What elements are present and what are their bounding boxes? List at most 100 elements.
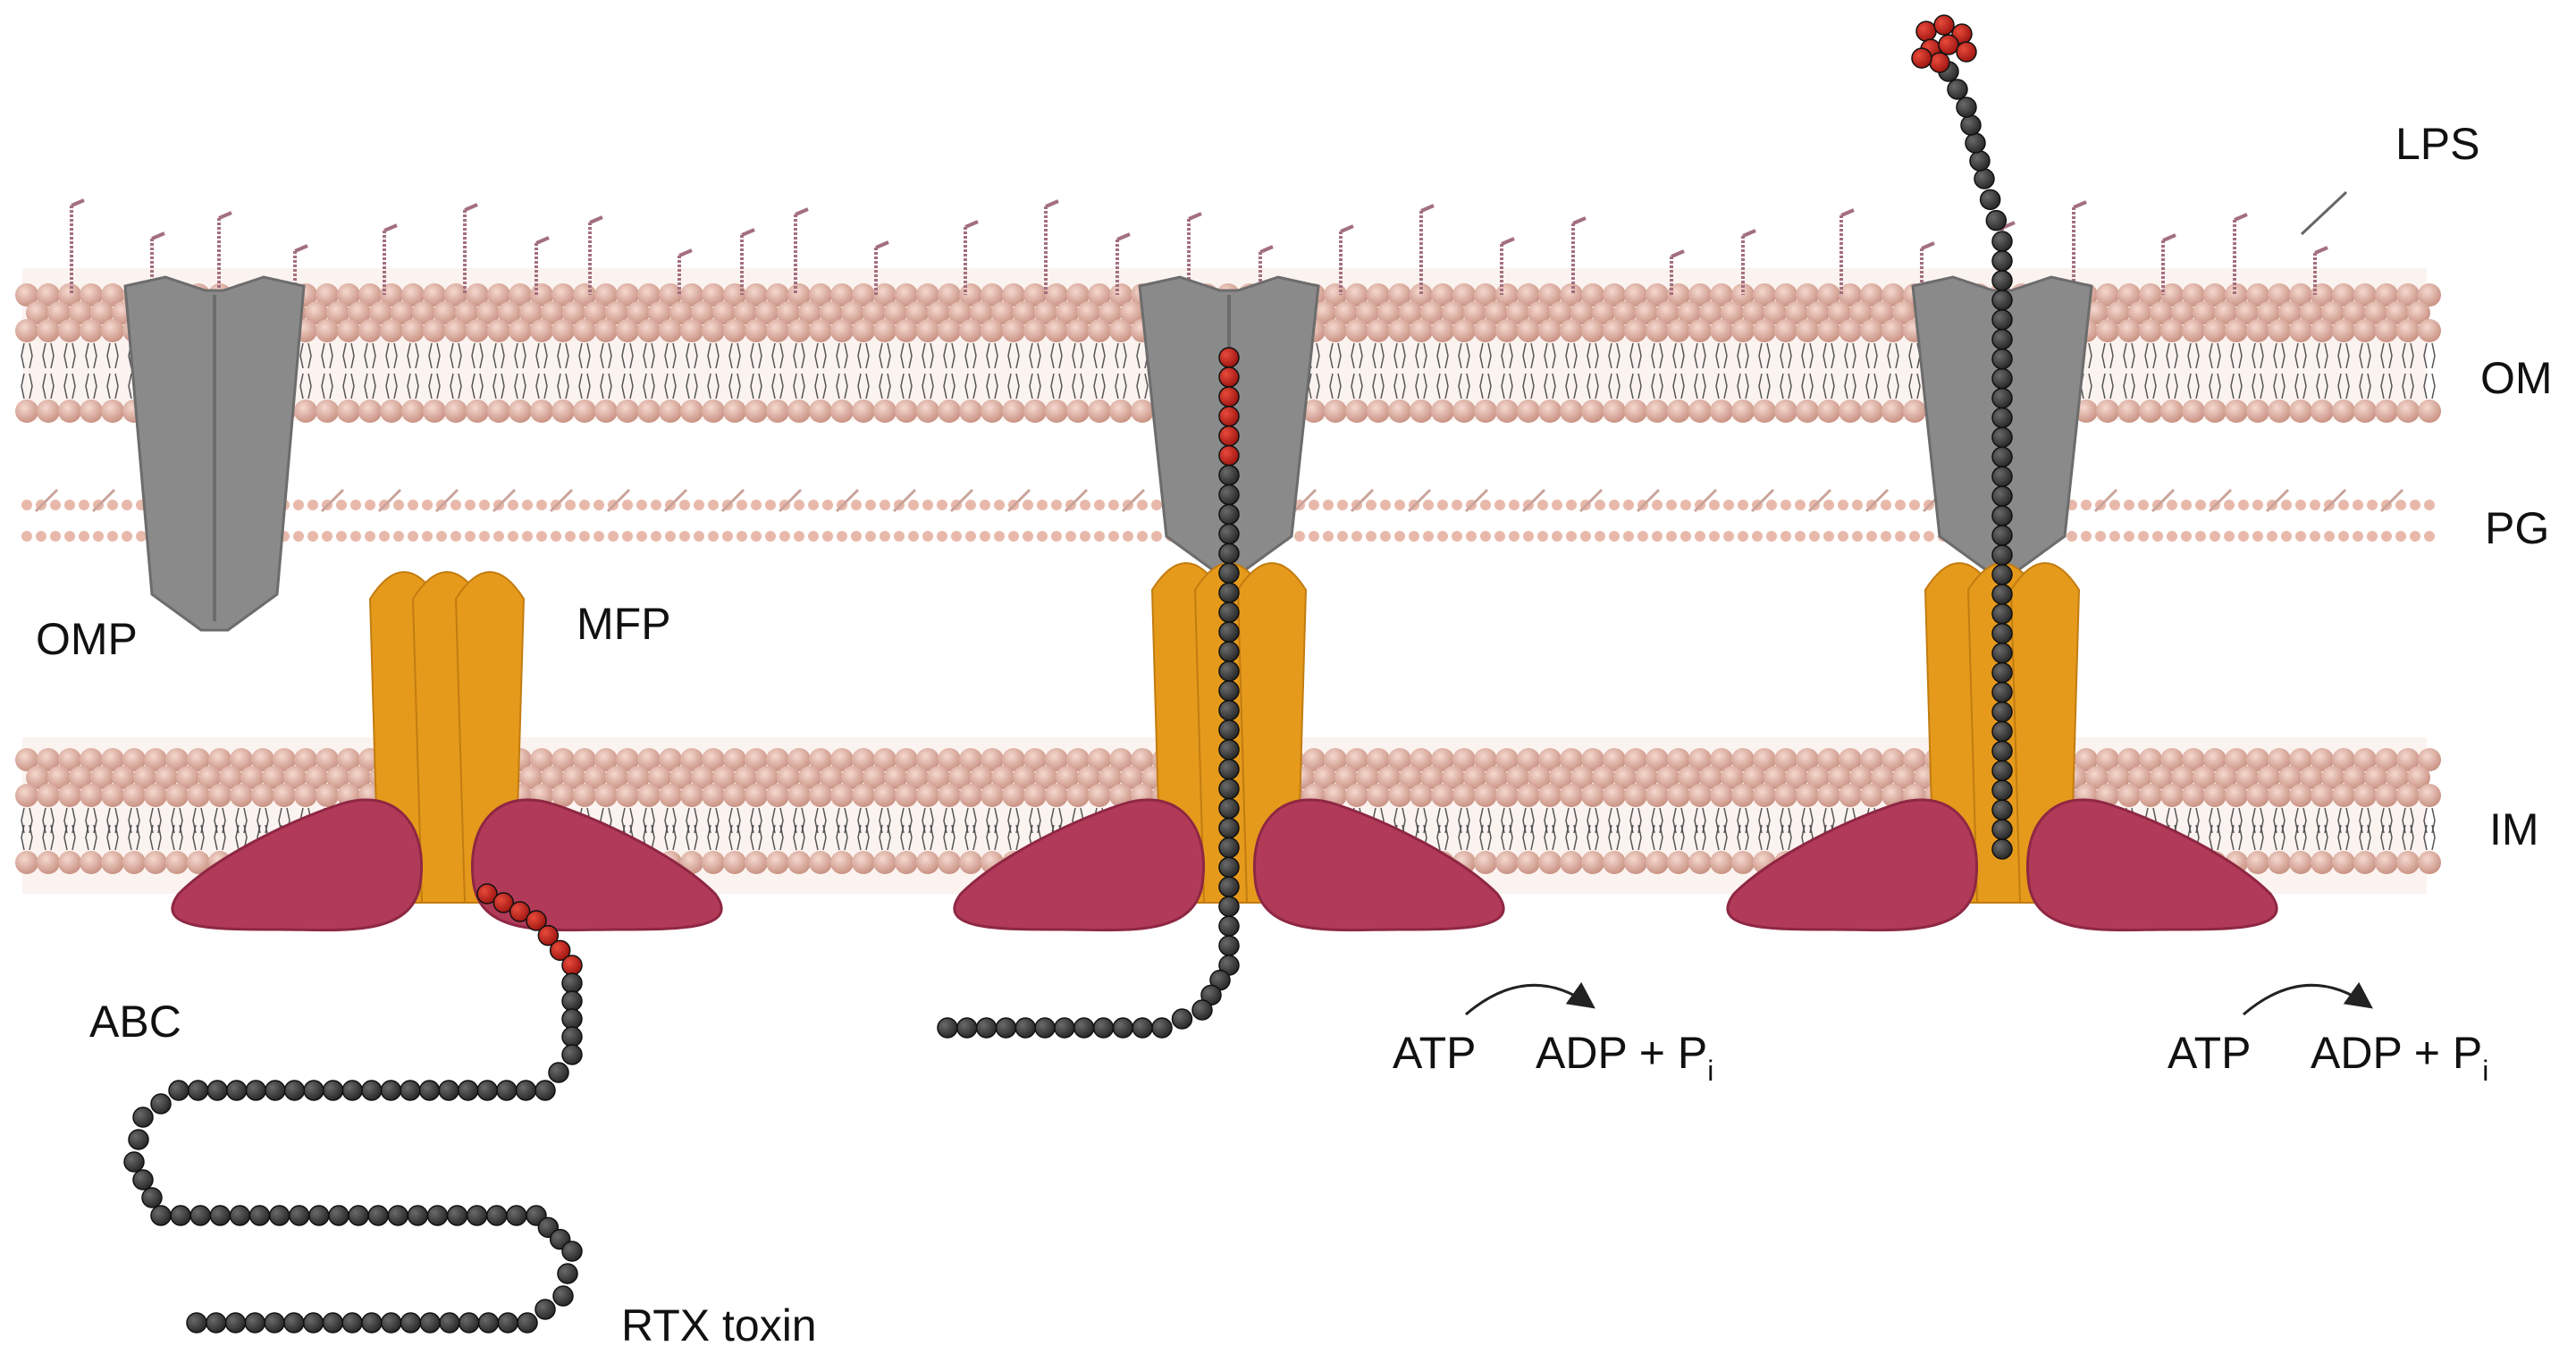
pg-bead: [2152, 531, 2163, 542]
pg-bead: [837, 531, 847, 542]
lipid-head: [1410, 319, 1433, 342]
lipid-head: [1045, 784, 1068, 807]
pg-bead: [2353, 531, 2363, 542]
lipid-tail: [1479, 342, 1492, 369]
lipid-head: [69, 301, 92, 324]
lipid-head: [112, 766, 135, 789]
toxin-bead: [1218, 876, 1240, 898]
pg-bead: [2353, 500, 2363, 510]
lipid-head: [1485, 766, 1508, 789]
lipid-head: [2364, 766, 2387, 789]
lipid-head: [551, 748, 575, 771]
lipid-tail: [2316, 824, 2328, 851]
lipid-tail: [1415, 342, 1427, 369]
signal-bead: [492, 892, 515, 913]
pg-bead: [1895, 531, 1906, 542]
lipid-tail: [1393, 342, 1406, 369]
toxin-bead: [486, 1205, 508, 1226]
pg-bead: [965, 531, 976, 542]
lipid-tail: [2101, 373, 2114, 400]
toxin-bead: [150, 1205, 172, 1226]
pg-bead: [2081, 500, 2092, 510]
lipid-head: [766, 283, 789, 307]
toxin-bead: [1991, 231, 2013, 252]
lipid-tail: [2209, 342, 2221, 369]
lipid-tail: [2380, 373, 2393, 400]
pg-bead: [1080, 531, 1090, 542]
lipid-tail: [557, 373, 569, 400]
lipid-tail: [707, 373, 720, 400]
lipid-head: [1646, 784, 1669, 807]
toxin-bead: [1979, 189, 2001, 211]
pg-crosslink: [1693, 488, 1718, 513]
lipid-tail: [879, 373, 891, 400]
lipid-head: [959, 748, 982, 771]
lipid-head: [80, 851, 103, 874]
pg-bead: [1738, 500, 1748, 510]
pg-bead: [1666, 500, 1677, 510]
lipid-tail: [728, 342, 741, 369]
lipid-head: [466, 283, 489, 307]
pg-bead: [1537, 500, 1548, 510]
lipid-tail: [1115, 373, 1127, 400]
pg-bead: [2367, 531, 2378, 542]
lipid-head: [1023, 283, 1047, 307]
lipid-head: [530, 319, 553, 342]
pg-bead: [2395, 500, 2406, 510]
lipid-tail: [450, 373, 462, 400]
lipid-tail: [964, 342, 977, 369]
toxin-bead: [1218, 738, 1240, 761]
lipid-head: [2332, 283, 2355, 307]
lipid-tail: [814, 824, 827, 851]
pg-bead: [436, 531, 447, 542]
lipid-tail: [793, 824, 805, 851]
lipid-tail: [621, 373, 634, 400]
pg-bead: [679, 500, 690, 510]
lipid-head: [1764, 766, 1787, 789]
lipid-head: [455, 301, 478, 324]
pg-bead: [622, 531, 633, 542]
toxin-bead: [1991, 485, 2013, 507]
lipid-head: [1839, 400, 1862, 423]
pg-bead: [1509, 500, 1520, 510]
pg-bead: [465, 531, 476, 542]
lipid-head: [47, 766, 71, 789]
toxin-bead: [400, 1080, 421, 1101]
lipid-head: [1023, 748, 1047, 771]
lipid-head: [1764, 301, 1787, 324]
toxin-bead: [1965, 132, 1986, 154]
lipid-head: [745, 283, 768, 307]
lipid-head: [1860, 784, 1883, 807]
lipid-tail: [2359, 373, 2371, 400]
lipid-tail: [63, 373, 76, 400]
lipid-tail: [63, 824, 76, 851]
pg-crosslink: [835, 488, 860, 513]
lipid-head: [1839, 319, 1862, 342]
lipid-tail: [492, 342, 505, 369]
lipid-head: [423, 319, 446, 342]
lipid-tail: [857, 824, 870, 851]
pg-bead: [493, 531, 504, 542]
lipid-head: [669, 766, 693, 789]
lipid-tail: [1565, 373, 1578, 400]
lipid-head: [2278, 766, 2302, 789]
lipid-head: [1624, 851, 1647, 874]
toxin-bead: [1991, 779, 2013, 801]
lipid-head: [2096, 400, 2119, 423]
pg-bead: [765, 500, 776, 510]
lipid-head: [2418, 851, 2441, 874]
lipid-head: [2278, 301, 2302, 324]
lipid-head: [637, 400, 661, 423]
lipid-head: [1077, 766, 1100, 789]
toxin-bead: [1991, 270, 2013, 291]
lipid-head: [187, 748, 210, 771]
lipid-tail: [1329, 342, 1342, 369]
pg-bead: [79, 500, 89, 510]
lipid-head: [144, 748, 167, 771]
lipid-head: [2332, 748, 2355, 771]
lipid-tail: [2252, 342, 2264, 369]
lipid-head: [1367, 283, 1390, 307]
lipid-head: [1023, 784, 1047, 807]
lipid-head: [530, 400, 553, 423]
toxin-bead: [1218, 641, 1240, 662]
